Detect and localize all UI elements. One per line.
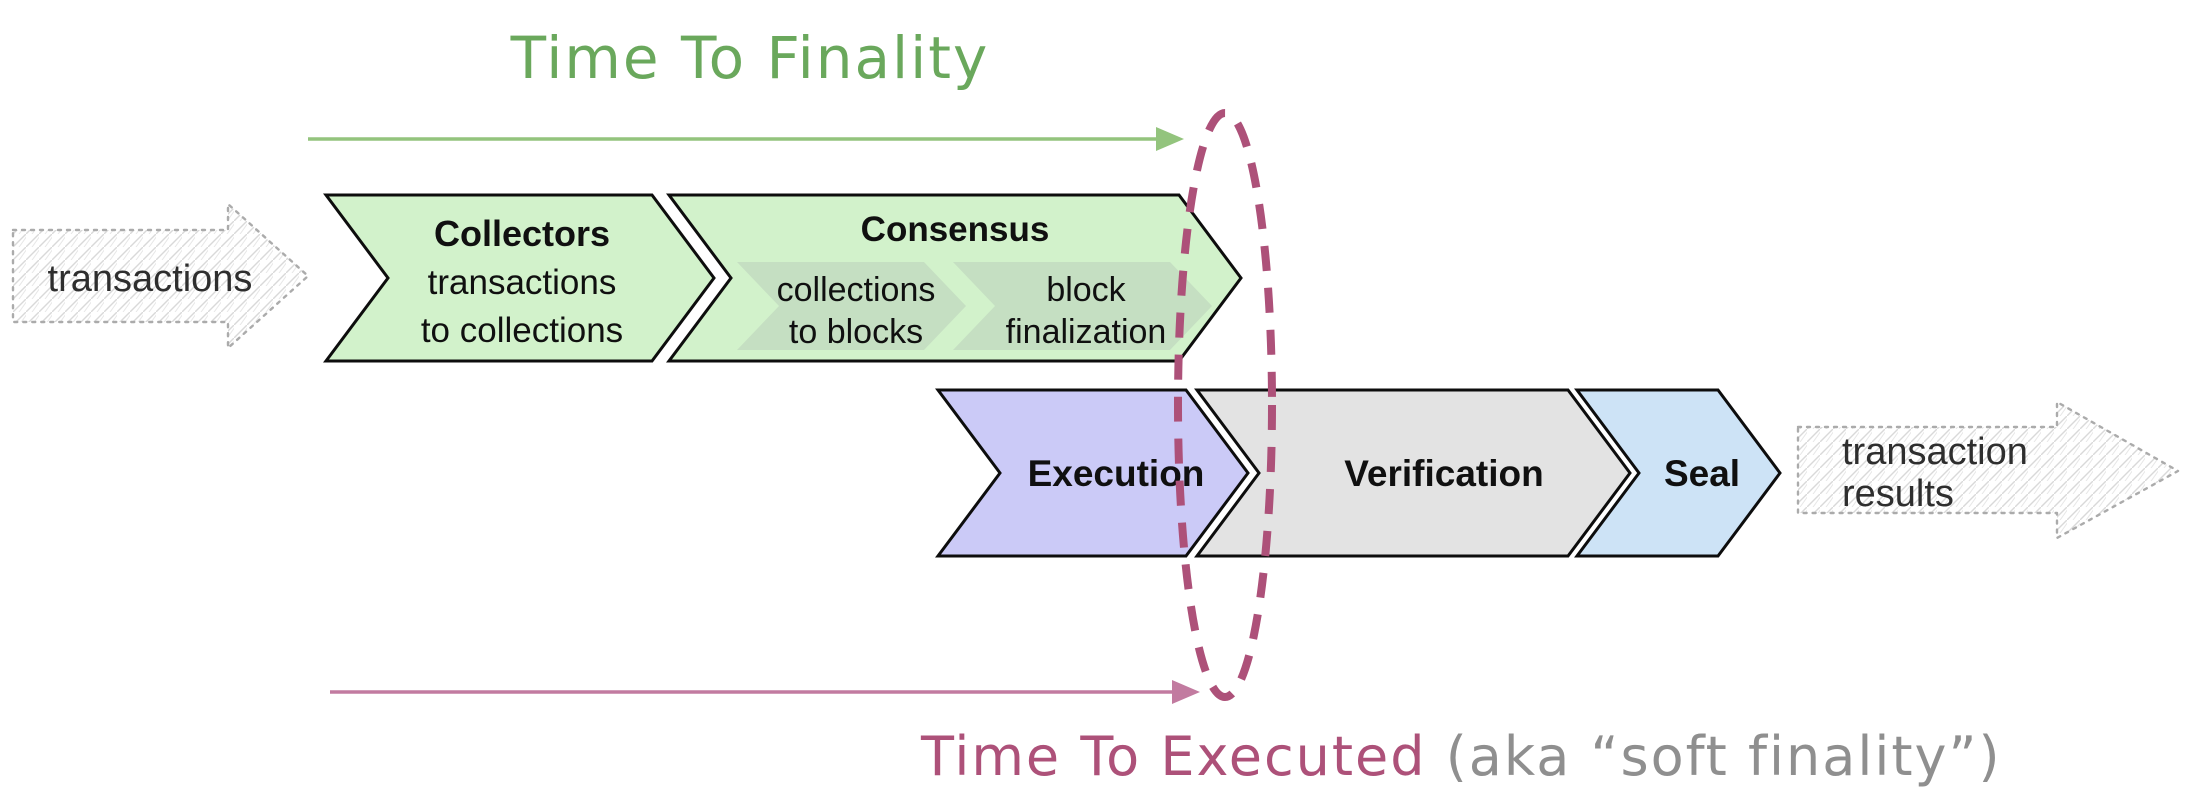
consensus-sub2-line2: finalization	[1006, 313, 1167, 351]
collectors-title: Collectors	[434, 213, 610, 254]
consensus-sub2-line1: block	[1046, 271, 1126, 309]
executed-arrowhead-icon	[1172, 680, 1200, 704]
consensus-sub-chevron-collections	[737, 262, 966, 350]
verification-chevron	[1194, 388, 1632, 558]
finality-arrowhead-icon	[1156, 127, 1184, 151]
soft-finality-ellipse	[1174, 109, 1276, 701]
seal-title: Seal	[1664, 453, 1740, 494]
time-to-finality-title: Time To Finality	[510, 24, 990, 92]
time-to-executed-highlight: Time To Executed	[920, 725, 1427, 788]
transaction-results-line1: transaction	[1842, 431, 2028, 473]
transactions-input-arrow	[11, 202, 310, 350]
time-to-executed-caption: Time To Executed (aka “soft finality”)	[920, 725, 2002, 788]
collectors-line1: transactions	[428, 263, 617, 302]
consensus-sub-chevron-finalization	[953, 262, 1212, 350]
execution-chevron	[935, 388, 1250, 558]
consensus-sub1-line1: collections	[777, 271, 936, 309]
seal-chevron	[1574, 388, 1782, 558]
collectors-line2: to collections	[421, 311, 623, 350]
consensus-sub1-line2: to blocks	[789, 313, 923, 351]
collectors-chevron	[323, 193, 716, 363]
soft-finality-suffix: (aka “soft finality”)	[1446, 725, 2002, 788]
transaction-results-line2: results	[1842, 473, 1954, 515]
verification-title: Verification	[1344, 453, 1543, 494]
transactions-input-label: transactions	[48, 258, 253, 300]
transaction-results-output-arrow	[1796, 400, 2180, 540]
consensus-title: Consensus	[861, 210, 1050, 249]
